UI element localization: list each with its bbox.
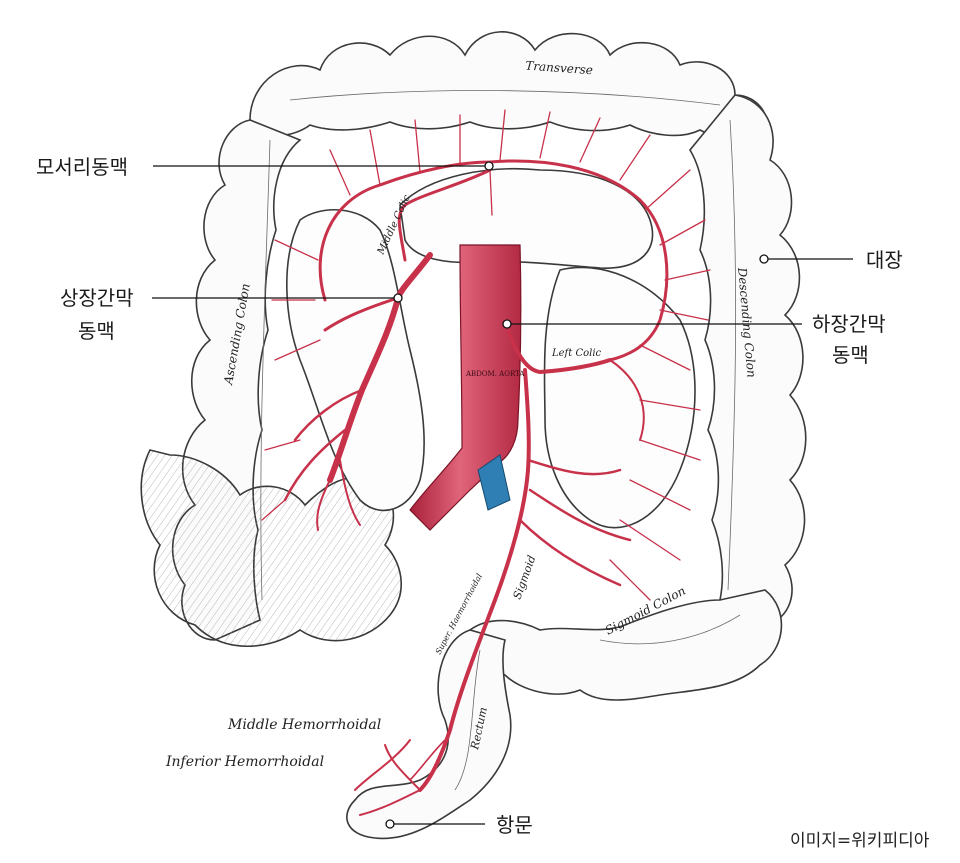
caption-middle-hemorrhoidal: Middle Hemorrhoidal: [227, 717, 381, 733]
descending-colon: [689, 94, 807, 626]
sigmoid-colon: [466, 589, 783, 701]
marginal-artery-path: [318, 159, 669, 362]
label-anus: 항문: [496, 813, 533, 837]
label-ima-line2: 동맥: [832, 343, 869, 367]
caption-sigmoid: Sigmoid: [511, 554, 539, 601]
transverse-colon: [249, 31, 769, 148]
rectum-outline: [346, 629, 512, 840]
small-intestine: [140, 449, 402, 648]
arterial-branches: [261, 109, 711, 601]
caption-inferior-hemorrhoidal: Inferior Hemorrhoidal: [165, 754, 324, 770]
label-sma-line1: 상장간막: [60, 286, 134, 310]
mesentery-right: [543, 266, 696, 529]
abdominal-aorta: [409, 244, 522, 531]
label-ima-line1: 하장간막: [812, 312, 886, 336]
caption-transverse: Transverse: [525, 59, 593, 78]
ima-marker: [502, 319, 512, 329]
label-sma-line2: 동맥: [78, 319, 115, 343]
label-marginal-artery: 모서리동맥: [36, 155, 128, 179]
colon-marker: [759, 254, 769, 264]
caption-left-colic: Left Colic: [551, 348, 602, 359]
ima-trunk: [504, 323, 612, 375]
iliac-vein: [477, 454, 511, 511]
korean-labels: 모서리동맥 상장간막 동맥 하장간막 동맥 대장 항문: [36, 155, 903, 837]
haustra-texture: [260, 90, 741, 791]
label-colon: 대장: [866, 248, 903, 272]
marginal-artery-marker: [484, 161, 494, 171]
caption-abdominal-aorta: ABDOM. AORTA: [465, 370, 525, 378]
sma-trunk: [327, 252, 433, 483]
image-credit: 이미지=위키피디아: [790, 831, 930, 851]
leader-lines: [152, 161, 853, 829]
arteries: [283, 159, 669, 816]
sma-marker: [393, 293, 403, 303]
anus-marker: [385, 819, 395, 829]
